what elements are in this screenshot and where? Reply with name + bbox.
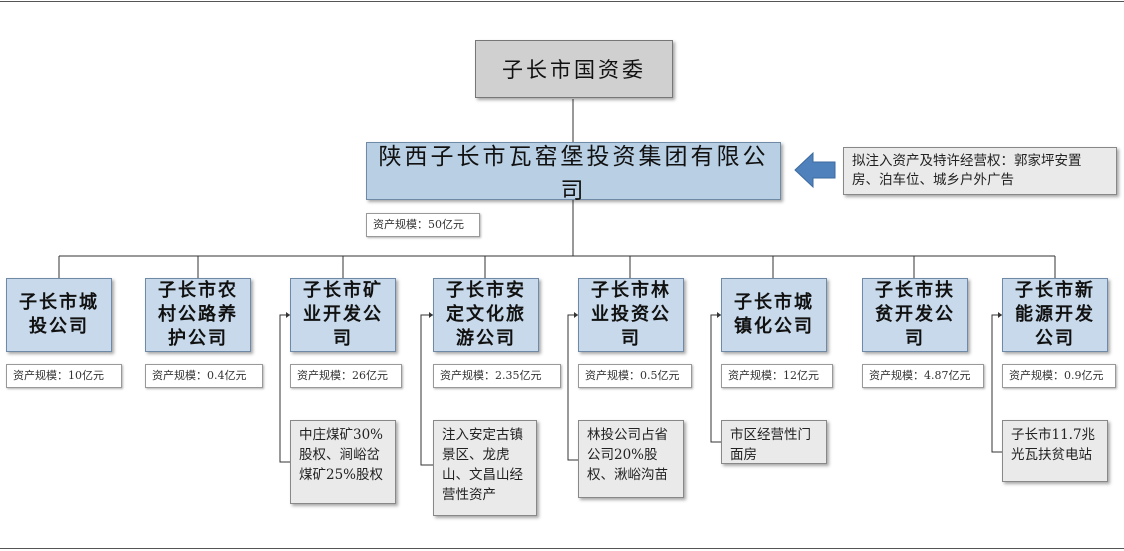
forestry-assets-note: 林投公司占省公司20%股权、湫峪沟苗 [578,420,684,498]
subsidiary-box-chengtou: 子长市城投公司 [6,278,112,352]
new-energy-assets-note: 子长市11.7兆光瓦扶贫电站 [1002,420,1108,482]
asset-scale-mining: 资产规模：26亿元 [290,364,402,388]
asset-scale-new-energy: 资产规模：0.9亿元 [1002,364,1116,388]
urbanization-assets-note: 市区经营性门面房 [721,420,827,464]
inject-assets-note: 拟注入资产及特许经营权：郭家坪安置房、泊车位、城乡户外广告 [843,147,1117,195]
subsidiary-box-forestry: 子长市林业投资公司 [578,278,684,352]
bottom-rule [0,548,1124,549]
asset-scale-tourism: 资产规模：2.35亿元 [433,364,561,388]
group-company-name: 陕西子长市瓦窑堡投资集团有限公司 [378,144,769,204]
sasac-title: 子长市国资委 [502,58,646,82]
asset-scale-rural-road: 资产规模：0.4亿元 [145,364,263,388]
group-company-box: 陕西子长市瓦窑堡投资集团有限公司 [366,142,781,204]
left-arrow-icon [794,151,836,189]
asset-scale-forestry: 资产规模：0.5亿元 [578,364,692,388]
top-rule [0,1,1124,2]
subsidiary-box-mining: 子长市矿业开发公司 [290,278,396,352]
subsidiary-box-urbanization: 子长市城镇化公司 [721,278,827,352]
tourism-assets-note: 注入安定古镇景区、龙虎山、文昌山经营性资产 [433,420,537,516]
asset-scale-poverty: 资产规模：4.87亿元 [862,364,984,388]
group-asset-scale: 资产规模：50亿元 [366,213,480,237]
mining-assets-note: 中庄煤矿30%股权、涧峪岔煤矿25%股权 [290,420,396,504]
subsidiary-box-new-energy: 子长市新能源开发公司 [1002,278,1108,352]
asset-scale-chengtou: 资产规模：10亿元 [6,364,122,388]
sasac-box: 子长市国资委 [475,40,673,98]
subsidiary-box-tourism: 子长市安定文化旅游公司 [433,278,539,352]
asset-scale-urbanization: 资产规模：12亿元 [721,364,833,388]
subsidiary-box-rural-road: 子长市农村公路养护公司 [145,278,251,352]
subsidiary-box-poverty: 子长市扶贫开发公司 [862,278,968,352]
